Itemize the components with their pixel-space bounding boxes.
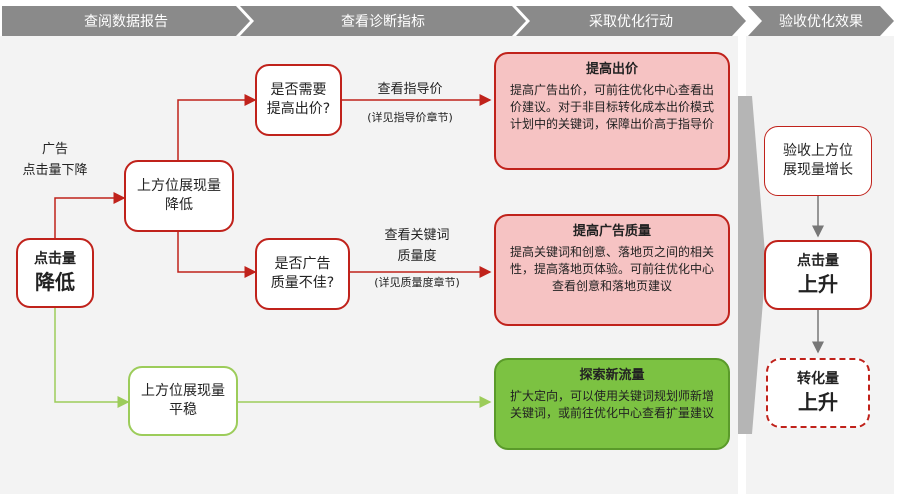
poor-ad-quality-box: 是否广告 质量不佳? <box>255 238 350 310</box>
action-explore-traffic: 探索新流量 扩大定向，可以使用关键词规划师新增关键词，或前往优化中心查看扩量建议 <box>494 358 730 450</box>
transition-arrow <box>738 96 766 434</box>
top-exposure-decline-box: 上方位展现量 降低 <box>124 160 234 232</box>
clicks-increased-box: 点击量 上升 <box>764 240 872 310</box>
stage-view-report: 查阅数据报告 <box>2 6 250 36</box>
conversions-increased-box: 转化量 上升 <box>766 358 870 428</box>
stage-verify-effect: 验收优化效果 <box>748 6 894 36</box>
ad-clicks-drop-label: 广告 点击量下降 <box>22 142 88 178</box>
action-raise-bid: 提高出价 提高广告出价，可前往优化中心查看出价建议。对于非目标转化成本出价模式计… <box>494 52 730 170</box>
check-guide-price-label: 查看指导价 (详见指导价章节) <box>367 82 453 124</box>
action-improve-quality: 提高广告质量 提高关键词和创意、落地页之间的相关性，提高落地页体验。可前往优化中… <box>494 214 730 326</box>
stage-check-indicators: 查看诊断指标 <box>240 6 526 36</box>
stage-take-action: 采取优化行动 <box>516 6 746 36</box>
clicks-decreased-box: 点击量 降低 <box>16 238 94 308</box>
verify-top-exposure-box: 验收上方位 展现量增长 <box>764 126 872 196</box>
check-keyword-quality-label: 查看关键词 质量度 (详见质量度章节) <box>374 228 460 289</box>
top-exposure-stable-box: 上方位展现量 平稳 <box>128 366 238 436</box>
need-raise-bid-box: 是否需要 提高出价? <box>255 64 342 136</box>
